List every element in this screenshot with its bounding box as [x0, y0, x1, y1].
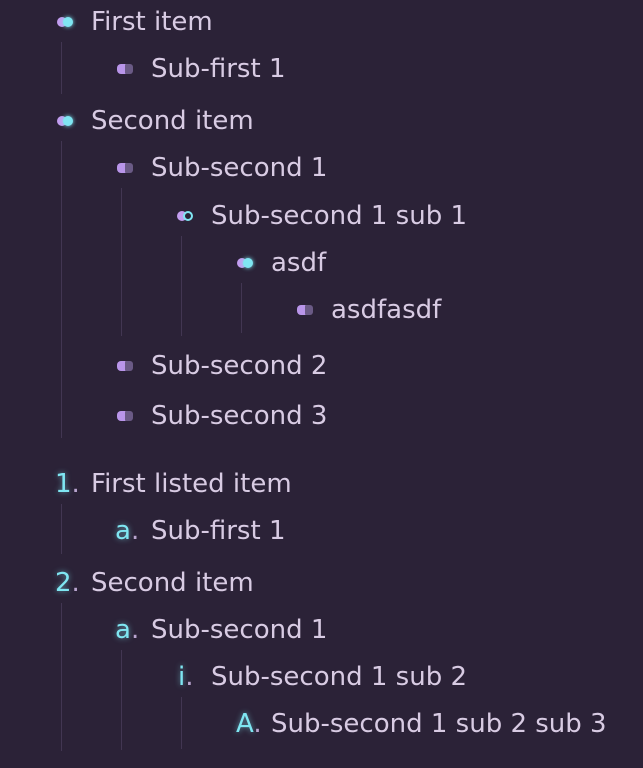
- indent-guide: [241, 283, 242, 333]
- list-number[interactable]: 1.: [55, 469, 80, 499]
- bullet-icon[interactable]: [117, 162, 135, 174]
- bullet-icon[interactable]: [117, 63, 135, 75]
- indent-guide: [61, 141, 62, 438]
- list-item-label: Sub-second 1: [151, 615, 328, 645]
- indent-guide: [61, 42, 62, 94]
- list-number-suffix: .: [130, 615, 140, 645]
- list-number-suffix: .: [185, 662, 194, 692]
- indent-guide: [61, 504, 62, 554]
- list-item-label: First item: [91, 7, 213, 37]
- bullet-icon[interactable]: [117, 360, 135, 372]
- indent-guide: [121, 188, 122, 336]
- indent-guide: [181, 697, 182, 749]
- bullet-icon[interactable]: [237, 257, 255, 269]
- list-item-label: Sub-second 2: [151, 351, 328, 381]
- list-number[interactable]: i.: [178, 662, 194, 692]
- bullet-icon[interactable]: [57, 115, 75, 127]
- list-item-label: Sub-second 1 sub 1: [211, 201, 468, 231]
- list-item-label: Sub-first 1: [151, 516, 286, 546]
- list-number[interactable]: A.: [236, 709, 262, 739]
- bullet-icon[interactable]: [177, 210, 195, 222]
- list-item-label: Sub-second 1 sub 2: [211, 662, 468, 692]
- list-number-suffix: .: [253, 709, 262, 739]
- list-item-label: Second item: [91, 568, 254, 598]
- list-item-label: Sub-second 1 sub 2 sub 3: [271, 709, 607, 739]
- list-number-suffix: .: [71, 568, 80, 598]
- list-number-suffix: .: [71, 469, 80, 499]
- indent-guide: [121, 650, 122, 750]
- list-item-label: First listed item: [91, 469, 292, 499]
- list-item-label: asdfasdf: [331, 295, 442, 325]
- list-number[interactable]: a.: [115, 516, 140, 546]
- list-item-label: Sub-second 1: [151, 153, 328, 183]
- indent-guide: [61, 603, 62, 751]
- list-item-label: Sub-first 1: [151, 54, 286, 84]
- list-item-label: Sub-second 3: [151, 401, 328, 431]
- bullet-icon[interactable]: [297, 304, 315, 316]
- list-number[interactable]: a.: [115, 615, 140, 645]
- list-number-suffix: .: [130, 516, 140, 546]
- indent-guide: [181, 236, 182, 336]
- list-item-label: asdf: [271, 248, 327, 278]
- list-number[interactable]: 2.: [55, 568, 80, 598]
- list-item-label: Second item: [91, 106, 254, 136]
- bullet-icon[interactable]: [57, 16, 75, 28]
- bullet-icon[interactable]: [117, 410, 135, 422]
